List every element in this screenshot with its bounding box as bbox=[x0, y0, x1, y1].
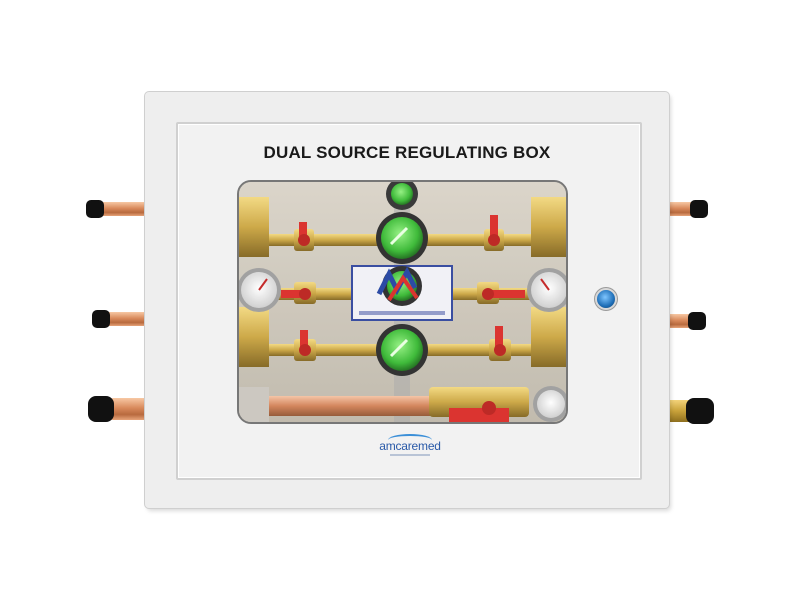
left-top-pipe-cap bbox=[86, 200, 104, 218]
product-title: DUAL SOURCE REGULATING BOX bbox=[263, 143, 551, 162]
left-bottom-pipe-cap bbox=[88, 396, 114, 422]
pressure-gauge-icon bbox=[376, 324, 428, 376]
copper-inlet-pipe bbox=[267, 396, 437, 416]
right-top-pipe-cap bbox=[690, 200, 708, 218]
brand-tagline-bar bbox=[390, 454, 430, 456]
ball-valve-icon bbox=[281, 282, 316, 304]
pressure-gauge-icon bbox=[376, 212, 428, 264]
left-middle-pipe bbox=[106, 312, 148, 326]
ball-valve-icon bbox=[294, 222, 314, 251]
internal-components bbox=[239, 182, 566, 422]
pressure-gauge-icon bbox=[533, 386, 566, 422]
left-manifold-top bbox=[239, 197, 269, 257]
right-manifold-top bbox=[531, 197, 566, 257]
center-label-plate bbox=[351, 265, 453, 321]
right-bottom-pipe bbox=[666, 400, 692, 422]
ball-valve-icon bbox=[484, 215, 504, 251]
right-bottom-pipe-cap bbox=[686, 398, 714, 424]
right-top-pipe bbox=[666, 202, 696, 216]
left-manifold-bottom bbox=[239, 307, 269, 367]
right-manifold-bottom bbox=[531, 307, 566, 367]
brand-logo: amcaremed bbox=[378, 434, 442, 464]
left-top-pipe bbox=[100, 202, 148, 216]
ball-valve-icon bbox=[477, 282, 525, 304]
viewing-window bbox=[237, 180, 568, 424]
ball-valve-icon bbox=[294, 330, 316, 361]
right-middle-pipe-cap bbox=[688, 312, 706, 330]
ball-valve-icon bbox=[489, 326, 511, 361]
right-middle-pipe bbox=[666, 314, 694, 328]
left-middle-pipe-cap bbox=[92, 310, 110, 328]
pressure-gauge-icon bbox=[239, 268, 281, 312]
brand-arc bbox=[388, 434, 432, 446]
pressure-gauge-icon bbox=[527, 268, 566, 312]
lock-icon[interactable] bbox=[597, 290, 615, 308]
left-bottom-pipe bbox=[110, 398, 148, 420]
